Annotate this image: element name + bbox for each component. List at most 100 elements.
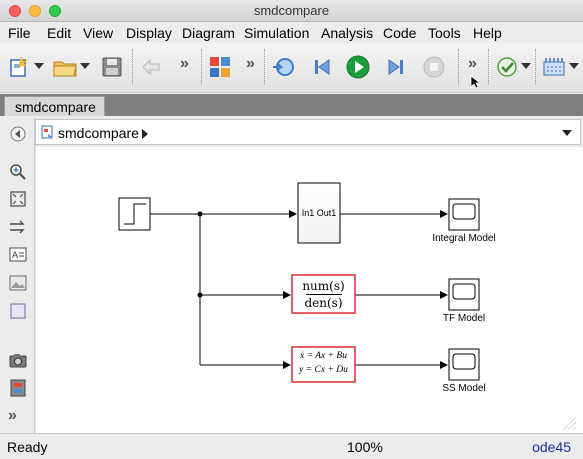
signal-routing-button[interactable] <box>8 217 28 237</box>
menu-bar: File Edit View Display Diagram Simulatio… <box>0 22 583 43</box>
overflow-chevron-icon[interactable]: » <box>180 55 189 72</box>
build-model-dropdown[interactable] <box>569 63 579 69</box>
build-icon <box>543 58 565 76</box>
annotation-button[interactable]: A <box>8 245 28 265</box>
new-model-dropdown[interactable] <box>34 63 44 69</box>
window-title: smdcompare <box>253 3 330 18</box>
step-forward-button[interactable] <box>382 53 410 81</box>
model-browser-button[interactable] <box>8 378 28 398</box>
library-browser-icon <box>210 57 230 77</box>
fit-to-view-button[interactable] <box>8 189 28 209</box>
menu-code[interactable]: Code <box>383 25 417 41</box>
path-dropdown-icon[interactable] <box>562 130 572 136</box>
overflow-chevron-icon[interactable]: » <box>246 55 255 72</box>
refresh-icon <box>273 58 294 76</box>
svg-text:A: A <box>12 250 18 260</box>
breadcrumb-arrow-icon[interactable] <box>142 129 148 139</box>
model-advisor-button[interactable] <box>494 53 522 81</box>
toolbar-separator <box>264 49 265 85</box>
solver-indicator[interactable]: ode45 <box>532 439 571 455</box>
menu-analysis[interactable]: Analysis <box>321 25 374 41</box>
menu-file[interactable]: File <box>8 25 31 41</box>
stop-icon <box>423 56 445 78</box>
stop-button[interactable] <box>420 53 448 81</box>
menu-view[interactable]: View <box>83 25 114 41</box>
toolbar: » » <box>0 43 583 93</box>
annotation-icon: A <box>9 247 27 262</box>
ss-output-equation: y = Cx + Du <box>299 365 348 375</box>
run-button[interactable] <box>344 53 372 81</box>
area-button[interactable] <box>8 301 28 321</box>
scope-caption-ss: SS Model <box>442 383 486 394</box>
menu-help[interactable]: Help <box>473 25 502 41</box>
resize-grip-icon[interactable] <box>562 416 577 431</box>
state-space-block[interactable] <box>291 346 356 383</box>
scope-block-ss[interactable] <box>448 348 480 381</box>
hide-browser-button[interactable] <box>8 124 28 144</box>
build-model-button[interactable] <box>540 53 568 81</box>
update-diagram-button[interactable] <box>270 53 298 81</box>
mouse-cursor-icon <box>470 75 480 89</box>
minimize-window-button[interactable] <box>29 5 41 17</box>
integrator-subsystem-block[interactable] <box>297 182 341 244</box>
status-bar: Ready 100% ode45 <box>0 433 583 459</box>
maximize-window-button[interactable] <box>49 5 61 17</box>
folder-icon <box>53 61 77 77</box>
overflow-chevron-icon[interactable]: » <box>468 55 477 72</box>
back-button[interactable] <box>137 53 165 81</box>
ss-state-equation: ẋ = Ax + Bu <box>300 351 347 361</box>
fit-to-view-icon <box>10 191 26 207</box>
zoom-button[interactable] <box>8 162 28 182</box>
scope-block-integral[interactable] <box>448 198 480 231</box>
back-arrow-icon <box>142 58 160 76</box>
menu-tools[interactable]: Tools <box>428 25 461 41</box>
play-icon <box>346 55 370 79</box>
zoom-level: 100% <box>347 439 383 455</box>
menu-edit[interactable]: Edit <box>47 25 72 41</box>
scope-caption-integral: Integral Model <box>432 233 496 244</box>
toolbar-separator <box>201 49 202 85</box>
toolbar-separator <box>535 49 536 85</box>
image-icon <box>9 275 27 291</box>
model-path-text: smdcompare <box>58 125 139 141</box>
save-button[interactable] <box>98 53 126 81</box>
new-model-icon <box>10 56 28 77</box>
arrows-right-icon <box>10 220 25 234</box>
area-icon <box>10 303 26 319</box>
zoom-in-icon <box>10 164 26 180</box>
model-path-field[interactable]: smdcompare <box>35 119 581 145</box>
menu-simulation[interactable]: Simulation <box>244 25 310 41</box>
step-back-icon <box>315 59 330 75</box>
palette-more-chevron-icon[interactable]: » <box>8 407 17 424</box>
tf-denominator: den(s) <box>304 296 343 310</box>
library-browser-button[interactable] <box>206 53 234 81</box>
model-advisor-dropdown[interactable] <box>521 63 531 69</box>
screenshot-button[interactable] <box>8 350 28 370</box>
step-block[interactable] <box>118 197 151 231</box>
address-bar: smdcompare <box>35 117 583 147</box>
step-back-button[interactable] <box>308 53 336 81</box>
diagram-canvas[interactable]: In1 Out1 num(s) den(s) ẋ = Ax + Bu y = C… <box>36 147 583 433</box>
new-model-button[interactable] <box>6 53 34 81</box>
save-icon <box>102 57 122 77</box>
menu-display[interactable]: Display <box>126 25 172 41</box>
toolbar-separator <box>132 49 133 85</box>
model-browser-icon <box>10 379 26 397</box>
open-dropdown[interactable] <box>80 63 90 69</box>
scope-caption-tf: TF Model <box>442 313 486 324</box>
camera-icon <box>9 354 27 368</box>
image-button[interactable] <box>8 273 28 293</box>
integrator-port-labels: In1 Out1 <box>301 208 337 218</box>
title-bar: smdcompare <box>0 0 583 22</box>
model-icon <box>41 125 53 139</box>
scope-block-tf[interactable] <box>448 278 480 311</box>
menu-diagram[interactable]: Diagram <box>182 25 235 41</box>
open-button[interactable] <box>51 53 79 81</box>
close-window-button[interactable] <box>9 5 21 17</box>
tab-smdcompare[interactable]: smdcompare <box>4 96 105 116</box>
toolbar-separator <box>488 49 489 85</box>
transfer-function-block[interactable] <box>291 274 356 314</box>
left-palette: A » <box>0 117 35 433</box>
step-forward-icon <box>388 59 403 75</box>
signal-lines[interactable] <box>150 210 448 369</box>
